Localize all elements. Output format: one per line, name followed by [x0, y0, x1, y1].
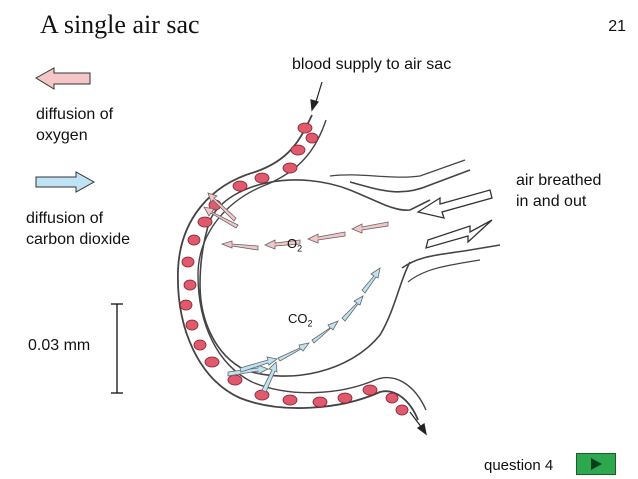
slide-title: A single air sac — [40, 10, 200, 39]
next-question-button[interactable] — [576, 453, 616, 475]
co2-legend-arrow — [35, 171, 96, 193]
co2-legend-line1: diffusion of — [26, 210, 104, 227]
blood-flow-arrows — [310, 81, 427, 436]
oxygen-legend-line1: diffusion of — [36, 106, 114, 123]
play-triangle-icon — [591, 458, 602, 470]
bronchiole-lower — [401, 244, 501, 269]
air-breathed-line2: in and out — [516, 193, 587, 210]
question-label: question 4 — [484, 457, 554, 474]
air-breathed-line1: air breathed — [516, 172, 602, 189]
co2-legend-line2: carbon dioxide — [26, 231, 131, 248]
bronchiole-upper — [349, 169, 471, 193]
co2-legend-label: diffusion of carbon dioxide — [26, 208, 130, 250]
co2-subscript: 2 — [307, 318, 313, 329]
o2-diffusion-arrows — [203, 192, 389, 251]
o2-subscript: 2 — [297, 243, 303, 254]
scale-bar-label: 0.03 mm — [28, 337, 91, 354]
oxygen-legend-label: diffusion of oxygen — [36, 104, 113, 146]
capillary-inner-wall — [197, 119, 427, 411]
co2-label: CO2 — [288, 311, 313, 329]
co2-label-text: CO — [288, 311, 308, 326]
blood-supply-label: blood supply to air sac — [292, 56, 452, 73]
oxygen-legend-line2: oxygen — [36, 127, 88, 144]
oxygen-legend-arrow — [35, 67, 91, 90]
air-flow-arrows — [416, 189, 493, 249]
o2-label: O2 — [287, 236, 302, 254]
capillary-outer-wall — [177, 114, 419, 421]
air-sac-membrane — [199, 179, 431, 377]
air-out-arrow — [425, 219, 493, 249]
air-breathed-label: air breathed in and out — [516, 170, 601, 212]
scale-bar — [111, 303, 123, 394]
co2-diffusion-arrows — [227, 267, 381, 393]
slide-number: 21 — [608, 18, 626, 35]
air-sac — [177, 114, 501, 421]
blood-cells — [179, 122, 409, 416]
air-in-arrow — [416, 189, 493, 219]
o2-label-text: O — [287, 236, 298, 251]
